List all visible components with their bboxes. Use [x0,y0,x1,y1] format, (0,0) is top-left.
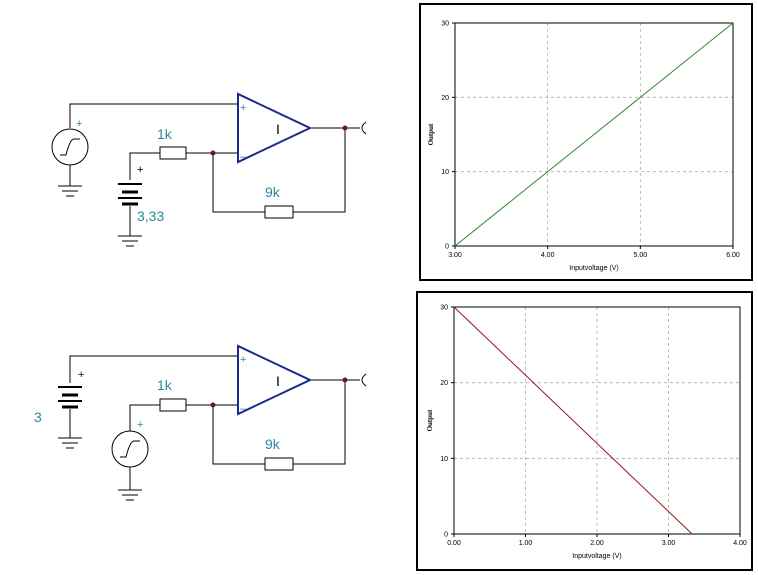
resistor-label-1k: 1k [157,377,173,393]
opamp-symbol: I [276,121,280,137]
resistor-9k-top[interactable] [264,205,294,219]
source-plus-label: + [137,419,143,431]
ground-icon [118,235,142,247]
y-axis-label: Output [426,409,434,431]
node-dot [210,150,216,156]
y-tick-label: 0 [445,244,449,251]
resistor-label-9k: 9k [265,184,281,200]
opamp-minus-label: – [240,151,247,163]
node-dot [342,377,348,383]
x-tick-label: 2.00 [590,540,604,547]
x-tick-label: 0.00 [447,540,461,547]
battery-bottom[interactable] [58,386,82,409]
opamp-symbol: I [276,373,280,389]
x-axis-label: Inputvoltage (V) [569,265,618,272]
y-tick-label: 0 [444,532,448,539]
y-tick-label: 10 [441,169,449,176]
battery-top[interactable] [118,183,142,206]
resistor-label-1k: 1k [157,126,173,142]
chart-bottom: 0.00 1.00 2.00 3.00 4.00 0 10 20 30Inputvoltage … [426,305,747,561]
y-tick-label: 10 [440,456,448,463]
ground-icon [58,437,82,449]
resistor-label-9k: 9k [265,436,281,452]
step-symbol-icon [60,138,80,156]
x-tick-label: 1.00 [519,540,533,547]
resistor-1k-top[interactable] [159,146,187,160]
battery-label: 3 [34,409,42,425]
y-tick-label: 20 [441,95,449,102]
circuit-bottom [58,355,367,501]
plot-area [454,22,734,247]
x-tick-label: 5.00 [634,252,648,259]
battery-label: 3,33 [137,208,164,224]
x-tick-label: 4.00 [541,252,555,259]
series-line [454,22,734,247]
ground-icon [58,185,82,197]
x-tick-label: 3.00 [448,252,462,259]
y-axis-label: Output [427,123,435,145]
battery-plus-label: + [137,164,143,176]
x-tick-label: 3.00 [662,540,676,547]
opamp-plus-label: + [240,354,246,366]
circuit-top [51,103,367,247]
wire-noninverting-bottom[interactable] [69,355,238,383]
x-tick-label: 4.00 [733,540,747,547]
output-terminal-icon [361,373,367,387]
signal-source-bottom[interactable] [111,430,149,468]
resistor-1k-bottom[interactable] [159,398,187,412]
signal-source-top[interactable] [51,128,89,166]
ground-icon [118,489,142,501]
output-terminal-icon [361,121,367,135]
step-symbol-icon [120,440,140,458]
opamp-top[interactable] [237,92,313,164]
y-tick-label: 20 [440,380,448,387]
opamp-bottom[interactable] [237,344,313,416]
opamp-plus-label: + [240,102,246,114]
schematics: I + – + + 1k 9k 3,33 [34,92,367,501]
battery-plus-label: + [78,369,84,381]
resistor-9k-bottom[interactable] [264,457,294,471]
x-axis-label: Inputvoltage (V) [572,553,621,560]
source-plus-label: + [76,118,82,130]
y-tick-label: 30 [440,305,448,312]
y-tick-label: 30 [441,21,449,28]
opamp-minus-label: – [240,403,247,415]
node-dot [210,402,216,408]
x-tick-label: 6.00 [726,252,740,259]
wire-noninverting-top[interactable] [69,103,238,128]
node-dot [342,125,348,131]
series-line [453,306,693,535]
